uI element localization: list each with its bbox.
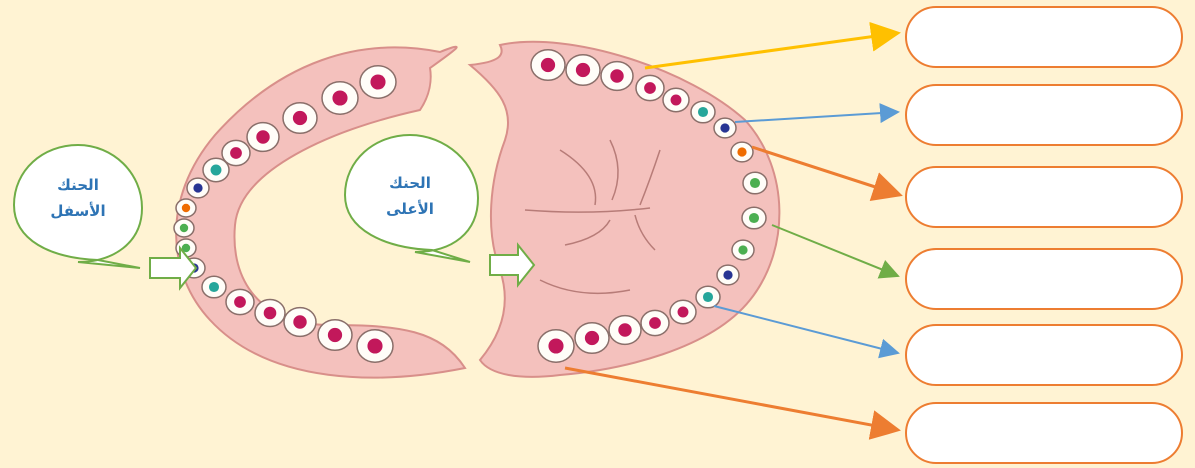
lower-tooth-7-pulp — [193, 183, 202, 192]
upper-tooth-2-pulp — [576, 63, 590, 77]
upper-jaw-label-line2: الأعلى — [350, 196, 470, 222]
lower-tooth-8-pulp — [182, 204, 190, 212]
lower-tooth-13-pulp — [234, 296, 246, 308]
answer-box-6[interactable] — [905, 402, 1183, 464]
canine-arrow-upper — [735, 112, 898, 122]
lower-tooth-12-pulp — [209, 282, 219, 292]
upper-tooth-15-pulp — [649, 317, 661, 329]
molar-arrow — [772, 225, 898, 276]
lower-tooth-1-pulp — [370, 74, 385, 89]
lower-tooth-17-pulp — [367, 338, 382, 353]
upper-tooth-11-pulp — [738, 245, 747, 254]
upper-tooth-18-pulp — [548, 338, 563, 353]
answer-box-1[interactable] — [905, 6, 1183, 68]
lower-jaw-label-line1: الحنك — [18, 172, 138, 198]
upper-tooth-7-pulp — [720, 123, 729, 132]
upper-tooth-5-pulp — [671, 95, 682, 106]
lower-tooth-16-pulp — [328, 328, 342, 342]
lower-tooth-5-pulp — [230, 147, 242, 159]
lower-tooth-14-pulp — [264, 307, 277, 320]
lower-tooth-2-pulp — [332, 90, 347, 105]
upper-tooth-6-pulp — [698, 107, 708, 117]
lower-tooth-4-pulp — [256, 130, 269, 143]
upper-tooth-14-pulp — [678, 307, 689, 318]
answer-box-2[interactable] — [905, 84, 1183, 146]
lower-tooth-6-pulp — [211, 165, 222, 176]
upper-tooth-4-pulp — [644, 82, 656, 94]
upper-tooth-1-pulp — [541, 58, 555, 72]
lower-jaw-label: الحنك الأسفل — [18, 172, 138, 224]
answer-box-5[interactable] — [905, 324, 1183, 386]
lower-tooth-3-pulp — [293, 111, 307, 125]
lower-jaw-label-line2: الأسفل — [18, 198, 138, 224]
upper-tooth-12-pulp — [723, 270, 732, 279]
lower-tooth-15-pulp — [293, 315, 306, 328]
upper-tooth-3-pulp — [610, 69, 623, 82]
upper-jaw-label-line1: الحنك — [350, 170, 470, 196]
upper-tooth-9-pulp — [750, 178, 760, 188]
incisor-arrow — [645, 33, 898, 68]
upper-jaw-label: الحنك الأعلى — [350, 170, 470, 222]
upper-tooth-13-pulp — [703, 292, 713, 302]
upper-tooth-16-pulp — [618, 323, 631, 336]
upper-tooth-8-pulp — [737, 147, 746, 156]
canine-arrow-lower — [714, 306, 898, 353]
upper-tooth-17-pulp — [585, 331, 599, 345]
lower-tooth-9-pulp — [180, 224, 188, 232]
answer-box-3[interactable] — [905, 166, 1183, 228]
upper-tooth-10-pulp — [749, 213, 759, 223]
answer-box-4[interactable] — [905, 248, 1183, 310]
wisdom-arrow — [565, 368, 898, 430]
